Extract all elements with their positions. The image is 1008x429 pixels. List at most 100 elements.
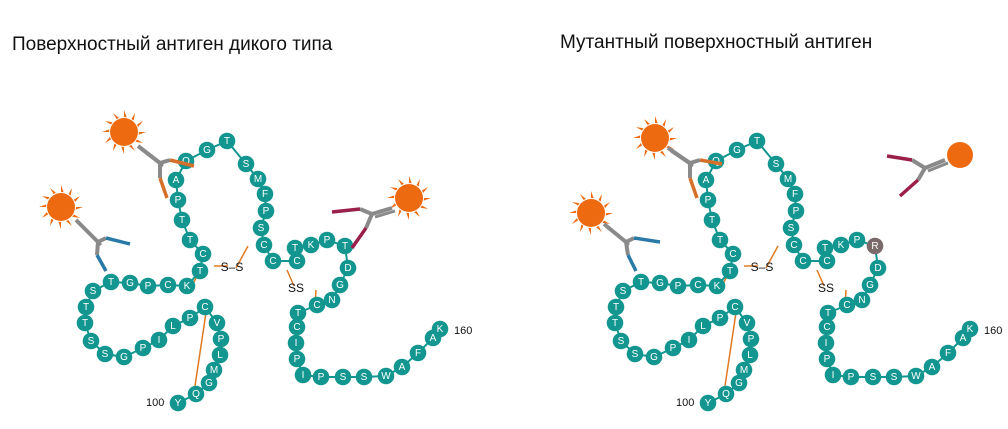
mutant-residue: P xyxy=(699,191,717,209)
antibody-icon xyxy=(886,154,949,198)
wild-type-residue: T xyxy=(191,262,209,280)
residue-letter: T xyxy=(342,241,348,252)
residue-letter: A xyxy=(173,175,180,186)
residue-letter: G xyxy=(656,278,664,289)
antibody-icon xyxy=(666,146,723,199)
wild-type-residue: C xyxy=(196,298,214,316)
mutant-residue: F xyxy=(786,185,804,203)
wild-type-residue: L xyxy=(164,317,182,335)
mutant-residue: I xyxy=(817,334,835,352)
residue-letter: P xyxy=(824,354,831,365)
residue-letter: G xyxy=(205,378,213,389)
mutant-residue: G xyxy=(728,141,746,159)
residue-letter: P xyxy=(318,372,325,383)
residue-letter: G xyxy=(735,378,743,389)
wild-type-residue: P xyxy=(134,339,152,357)
mutant-mutated-residue: R xyxy=(866,237,884,255)
wild-type-residue: K xyxy=(302,236,320,254)
residue-letter: D xyxy=(874,263,881,274)
residue-letter: K xyxy=(437,324,444,335)
residue-letter: S xyxy=(618,336,625,347)
wild-type-residue: A xyxy=(393,358,411,376)
mutant-residue: C xyxy=(794,252,812,270)
residue-letter: G xyxy=(126,278,134,289)
mutant-residue: T xyxy=(721,262,739,280)
residue-letter: L xyxy=(170,321,176,332)
wild-type-residue: K xyxy=(431,320,449,338)
wild-type-residue: M xyxy=(205,361,223,379)
residue-letter: T xyxy=(82,318,88,329)
wild-type-residue: T xyxy=(218,132,236,150)
residue-letter: G xyxy=(733,145,741,156)
mutant-residue: N xyxy=(853,291,871,309)
residue-letter: S xyxy=(788,223,795,234)
residue-letter: I xyxy=(158,335,161,346)
residue-letter: A xyxy=(960,333,967,344)
mutant-residue: C xyxy=(726,298,744,316)
mutant-residue: T xyxy=(607,298,625,316)
residue-letter: T xyxy=(613,302,619,313)
residue-letter: C xyxy=(293,322,300,333)
wild-type-residue: P xyxy=(212,330,230,348)
residue-letter: T xyxy=(224,136,230,147)
residue-letter: M xyxy=(210,365,218,376)
residue-letter: C xyxy=(199,249,206,260)
mutant-panel: S–SSSYQGMLPVCPLIPGSSTTSTGPCKTCTTPAQGTSMF… xyxy=(606,132,1002,412)
residue-letter: W xyxy=(381,371,391,382)
residue-letter: S xyxy=(102,349,109,360)
wild-type-bond-line xyxy=(286,269,295,287)
wild-type-residue: T xyxy=(102,273,120,291)
wild-type-residue: I xyxy=(294,366,312,384)
residue-letter: C xyxy=(269,256,276,267)
wild-type-residue: G xyxy=(331,276,349,294)
mutant-start-number: 100 xyxy=(676,397,694,409)
antibody-icon xyxy=(74,218,131,272)
wild-type-residue: C xyxy=(194,245,212,263)
mutant-residue: L xyxy=(741,346,759,364)
residue-letter: N xyxy=(328,295,335,306)
mutant-residue: C xyxy=(785,236,803,254)
residue-letter: F xyxy=(262,189,268,200)
sun-label-icon xyxy=(39,185,83,229)
mutant-residue: P xyxy=(711,309,729,327)
residue-letter: I xyxy=(688,335,691,346)
wild-type-residue: S xyxy=(252,219,270,237)
residue-letter: M xyxy=(254,174,262,185)
residue-letter: I xyxy=(295,338,298,349)
residue-letter: A xyxy=(929,362,936,373)
mutant-residue: Y xyxy=(699,394,717,412)
residue-letter: T xyxy=(727,266,733,277)
wild-type-residue: P xyxy=(312,368,330,386)
wild-type-residue: C xyxy=(308,296,326,314)
mutant-residue: C xyxy=(689,276,707,294)
residue-letter: G xyxy=(336,280,344,291)
wild-type-residue: S xyxy=(82,332,100,350)
residue-letter: T xyxy=(825,308,831,319)
mutant-residue: S xyxy=(612,332,630,350)
residue-letter: C xyxy=(843,300,850,311)
wild-type-residue: T xyxy=(286,239,304,257)
wild-type-residue: T xyxy=(77,298,95,316)
wild-type-disulfide-label: SS xyxy=(288,281,304,295)
mutant-end-number: 160 xyxy=(984,325,1002,337)
mutant-residue: C xyxy=(818,252,836,270)
residue-letter: Q xyxy=(722,389,730,400)
wild-type-residue: S xyxy=(355,368,373,386)
mutant-residue: S xyxy=(614,282,632,300)
residue-letter: I xyxy=(825,338,828,349)
title-mutant: Мутантный поверхностный антиген xyxy=(560,32,873,53)
wild-type-bond-line xyxy=(194,305,208,387)
mutant-residue: P xyxy=(842,368,860,386)
residue-letter: I xyxy=(832,370,835,381)
mutant-residue: K xyxy=(708,277,726,295)
mutant-bond-line xyxy=(816,269,825,287)
mutant-residue: P xyxy=(848,231,866,249)
mutant-residue: P xyxy=(742,330,760,348)
residue-letter: P xyxy=(218,334,225,345)
residue-letter: W xyxy=(911,371,921,382)
mutant-residue: T xyxy=(606,314,624,332)
residue-letter: C xyxy=(164,280,171,291)
mutant-residue: L xyxy=(694,317,712,335)
mutant-residue: C xyxy=(838,296,856,314)
residue-letter: T xyxy=(179,215,185,226)
